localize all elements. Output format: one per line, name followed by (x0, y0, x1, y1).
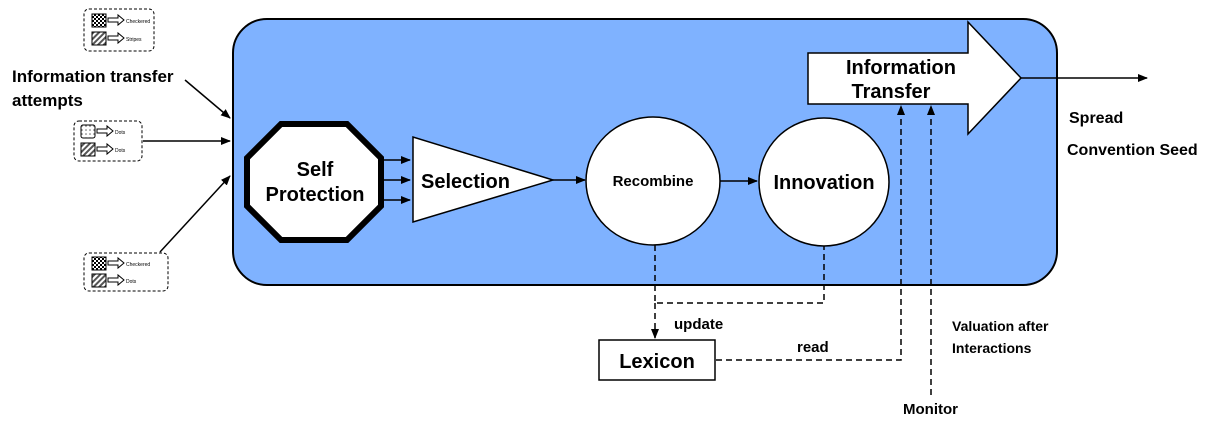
recombine-label: Recombine (613, 173, 694, 190)
read-line (716, 105, 905, 361)
update-label: update (674, 316, 723, 333)
checkered-swatch (91, 256, 107, 271)
input-arrow-1 (184, 79, 231, 119)
input-arrow-3 (159, 175, 231, 253)
input-legend-3: Checkered Dots (83, 252, 169, 292)
legend-3-pattern-1: Checkered (126, 262, 150, 268)
checkered-swatch (91, 13, 107, 28)
stripes-swatch (91, 273, 107, 288)
update-line (654, 245, 825, 304)
stripes-swatch (80, 142, 96, 157)
legend-1-pattern-2: Stripes (126, 37, 142, 43)
read-label: read (797, 339, 829, 356)
information-transfer-line2: Transfer (852, 81, 931, 103)
selection-triangle (412, 135, 556, 224)
valuation-line2: Interactions (952, 340, 1032, 356)
legend-2-pattern-2: Dots (115, 148, 126, 154)
lexicon-box (598, 339, 716, 381)
self-protection-line2: Protection (266, 184, 365, 206)
self-protection-octagon (244, 121, 384, 243)
selection-label: Selection (421, 171, 510, 193)
innovation-label: Innovation (773, 172, 874, 194)
spread-label: Spread (1069, 110, 1123, 127)
dots-swatch (80, 124, 96, 139)
valuation-line1: Valuation after (952, 318, 1049, 334)
self-protection-line1: Self (297, 159, 334, 181)
monitor-label: Monitor (903, 401, 958, 418)
input-legend-2: Dots Dots (73, 120, 143, 162)
input-legend-1: Checkered Stripes (83, 8, 155, 52)
legend-1-pattern-1: Checkered (126, 19, 150, 25)
information-transfer-line1: Information (846, 57, 956, 79)
inputs-label-line1: Information transfer (12, 67, 174, 86)
stripes-swatch (91, 31, 107, 46)
legend-3-pattern-2: Dots (126, 279, 137, 285)
inputs-label-line2: attempts (12, 91, 83, 110)
lexicon-label: Lexicon (619, 351, 695, 373)
convention-seed-label: Convention Seed (1067, 142, 1198, 159)
legend-2-pattern-1: Dots (115, 130, 126, 136)
information-transfer-arrow (807, 20, 1023, 136)
